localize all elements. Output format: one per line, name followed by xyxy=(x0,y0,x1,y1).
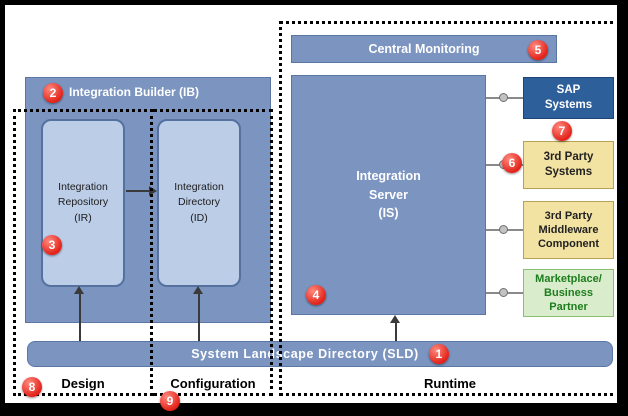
badge-6: 6 xyxy=(502,153,522,173)
integration-server-label: Integration Server (IS) xyxy=(356,168,421,221)
badge-4: 4 xyxy=(306,285,326,305)
integration-directory-box: Integration Directory (ID) xyxy=(157,119,241,287)
badge-5: 5 xyxy=(528,40,548,60)
badge-1: 1 xyxy=(428,344,449,364)
sld-bar: System Landscape Directory (SLD) 1 xyxy=(27,341,613,367)
sld-label: System Landscape Directory (SLD) xyxy=(191,347,419,361)
arrow-sld-to-is-head xyxy=(390,315,400,323)
runtime-zone-label: Runtime xyxy=(424,376,476,391)
sap-systems-box: SAP Systems xyxy=(523,77,614,119)
central-monitoring-bar: Central Monitoring 5 xyxy=(291,35,557,63)
third-party-systems-box: 3rd Party Systems xyxy=(523,141,614,189)
integration-repository-box: Integration Repository (IR) xyxy=(41,119,125,287)
marketplace-business-partner-box: Marketplace/ Business Partner xyxy=(523,269,614,317)
diagram-canvas: Integration Builder (IB) 2 Integration R… xyxy=(5,5,621,403)
arrow-sld-to-id-line xyxy=(198,293,200,341)
badge-3: 3 xyxy=(42,235,62,255)
arrow-ir-to-id-head xyxy=(149,186,157,196)
arrow-sld-to-is-line xyxy=(395,322,397,341)
central-monitoring-label: Central Monitoring xyxy=(368,42,480,56)
arrow-ir-to-id-line xyxy=(126,190,151,192)
integration-builder-label: Integration Builder (IB) xyxy=(69,85,199,99)
badge-2: 2 xyxy=(43,83,63,103)
arrow-sld-to-id-head xyxy=(193,286,203,294)
configuration-zone-label: Configuration xyxy=(170,376,256,391)
integration-server-box: Integration Server (IS) xyxy=(291,75,486,315)
badge-7: 7 xyxy=(552,121,572,141)
badge-9: 9 xyxy=(160,391,180,411)
design-zone-label: Design xyxy=(61,376,105,391)
third-party-middleware-box: 3rd Party Middleware Component xyxy=(523,201,614,259)
connector-node-sap xyxy=(499,93,508,102)
arrow-sld-to-ir-line xyxy=(79,293,81,341)
arrow-sld-to-ir-head xyxy=(74,286,84,294)
connector-node-marketplace xyxy=(499,288,508,297)
badge-8: 8 xyxy=(22,377,42,397)
connector-node-middleware xyxy=(499,225,508,234)
